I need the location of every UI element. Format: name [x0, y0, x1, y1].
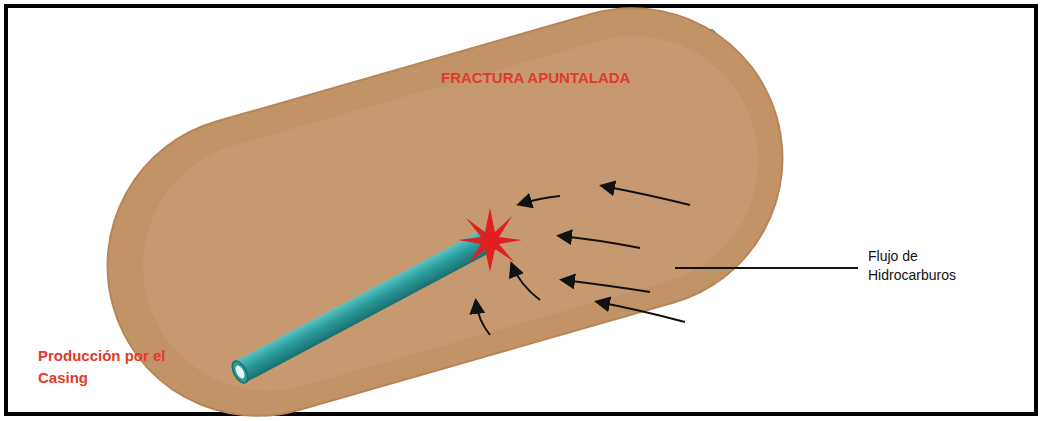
- leader-line: [675, 267, 858, 269]
- flow-arrows: [476, 186, 690, 335]
- perforation-burst: [458, 208, 522, 272]
- casing-pipe-front: [229, 228, 497, 386]
- casing-label: Producción por el Casing: [38, 345, 173, 389]
- diagram-title: FRACTURA APUNTALADA: [441, 69, 630, 86]
- fracture-body: [72, 0, 818, 421]
- flow-label: Flujo de Hidrocarburos: [868, 247, 978, 285]
